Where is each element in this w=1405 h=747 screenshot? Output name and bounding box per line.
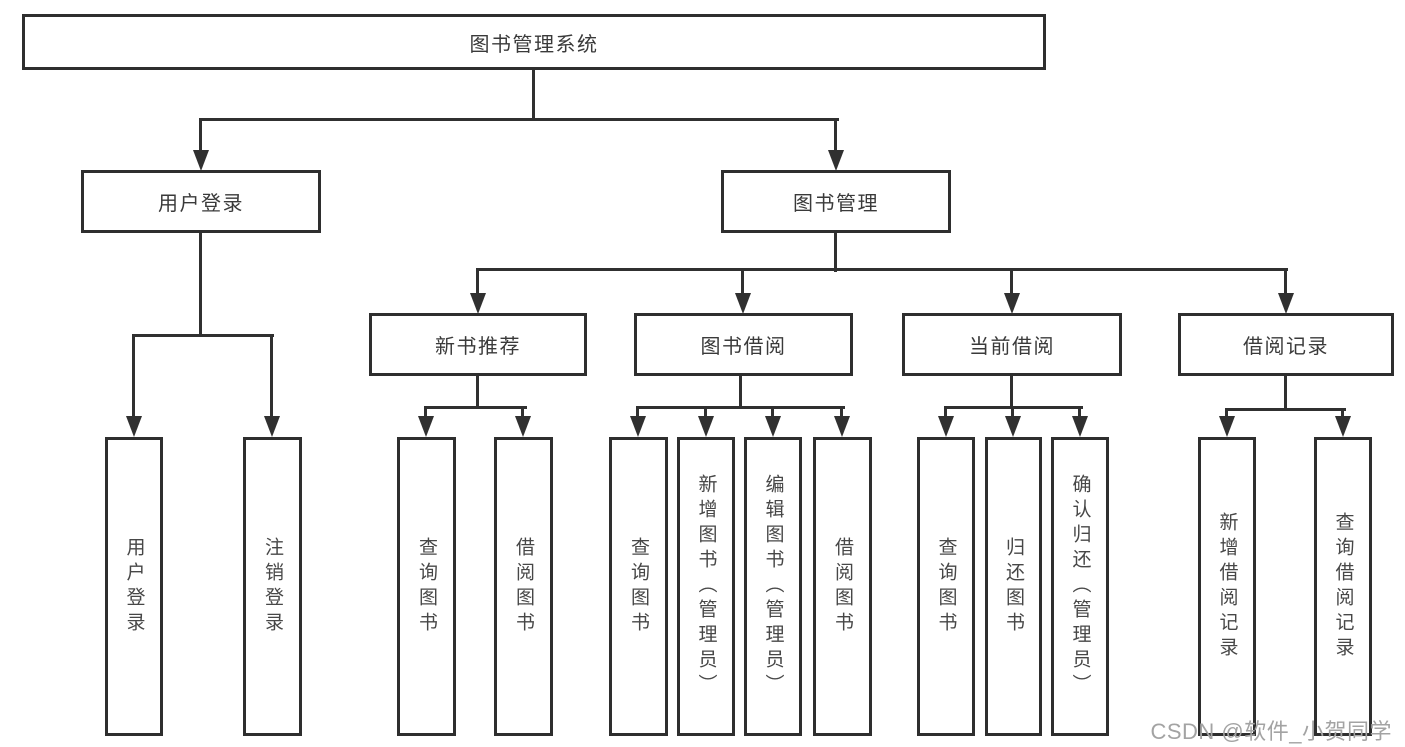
node-book-management-label: 图书管理 xyxy=(793,193,879,215)
leaf-records-add-record-label: 新增借阅记录 xyxy=(1216,511,1238,662)
node-current-borrowing-label: 当前借阅 xyxy=(969,336,1055,358)
leaf-newbook-query-books-label: 查询图书 xyxy=(416,536,437,637)
line xyxy=(132,334,135,418)
arrowhead xyxy=(515,416,531,437)
node-new-book-recommend: 新书推荐 xyxy=(369,313,587,376)
arrowhead xyxy=(1072,416,1088,437)
leaf-borrowing-query-books: 查询图书 xyxy=(609,437,668,736)
line xyxy=(1010,268,1013,296)
line xyxy=(199,118,839,121)
node-root: 图书管理系统 xyxy=(22,14,1046,70)
line xyxy=(1010,374,1013,409)
arrowhead xyxy=(698,416,714,437)
leaf-newbook-query-books: 查询图书 xyxy=(397,437,456,736)
leaf-user-login: 用户登录 xyxy=(105,437,163,736)
leaf-current-query-books-label: 查询图书 xyxy=(935,536,957,637)
arrowhead xyxy=(938,416,954,437)
line xyxy=(521,406,524,418)
line xyxy=(739,374,742,409)
leaf-current-return-books: 归还图书 xyxy=(985,437,1042,736)
node-user-login-label: 用户登录 xyxy=(158,193,244,215)
node-borrowing-records: 借阅记录 xyxy=(1178,313,1394,376)
arrowhead xyxy=(1219,416,1235,437)
node-book-borrowing: 图书借阅 xyxy=(634,313,853,376)
arrowhead xyxy=(264,416,280,437)
line xyxy=(1078,406,1081,418)
line xyxy=(944,406,947,418)
line xyxy=(771,406,774,418)
leaf-current-confirm-return-label: 确认归还（管理员） xyxy=(1069,474,1091,699)
node-current-borrowing: 当前借阅 xyxy=(902,313,1122,376)
arrowhead xyxy=(828,150,844,171)
line xyxy=(132,334,274,337)
node-book-management: 图书管理 xyxy=(721,170,951,233)
leaf-records-add-record: 新增借阅记录 xyxy=(1198,437,1256,736)
arrowhead xyxy=(630,416,646,437)
leaf-borrowing-borrow-books: 借阅图书 xyxy=(813,437,872,736)
leaf-borrowing-query-books-label: 查询图书 xyxy=(628,536,649,637)
line xyxy=(834,232,837,272)
leaf-borrowing-edit-books-label: 编辑图书（管理员） xyxy=(762,474,784,699)
leaf-logout-label: 注销登录 xyxy=(262,536,283,637)
leaf-newbook-borrow-books: 借阅图书 xyxy=(494,437,553,736)
leaf-borrowing-borrow-books-label: 借阅图书 xyxy=(832,536,853,637)
csdn-watermark: CSDN @软件_小贺同学 xyxy=(1150,719,1392,744)
arrowhead xyxy=(193,150,209,171)
line xyxy=(1225,408,1346,411)
line xyxy=(476,268,479,296)
line xyxy=(741,268,744,296)
line xyxy=(1284,374,1287,411)
line xyxy=(834,118,837,152)
leaf-user-login-label: 用户登录 xyxy=(123,536,145,637)
arrowhead xyxy=(418,416,434,437)
arrowhead xyxy=(735,293,751,314)
line xyxy=(1341,408,1344,418)
leaf-logout: 注销登录 xyxy=(243,437,302,736)
line xyxy=(476,268,1288,271)
leaf-records-query-record: 查询借阅记录 xyxy=(1314,437,1372,736)
leaf-records-query-record-label: 查询借阅记录 xyxy=(1332,511,1354,662)
line xyxy=(199,118,202,152)
node-root-label: 图书管理系统 xyxy=(469,33,599,56)
leaf-borrowing-add-books-label: 新增图书（管理员） xyxy=(695,474,717,699)
node-borrowing-records-label: 借阅记录 xyxy=(1243,336,1329,358)
leaf-borrowing-add-books: 新增图书（管理员） xyxy=(677,437,735,736)
line xyxy=(840,406,843,418)
node-user-login: 用户登录 xyxy=(81,170,321,233)
line xyxy=(270,334,273,418)
leaf-borrowing-edit-books: 编辑图书（管理员） xyxy=(744,437,802,736)
leaf-current-return-books-label: 归还图书 xyxy=(1003,536,1024,637)
line xyxy=(424,406,427,418)
line xyxy=(199,232,202,337)
arrowhead xyxy=(126,416,142,437)
line xyxy=(1225,408,1228,418)
leaf-newbook-borrow-books-label: 借阅图书 xyxy=(513,536,534,637)
arrowhead xyxy=(1005,416,1021,437)
arrowhead xyxy=(470,293,486,314)
leaf-current-confirm-return: 确认归还（管理员） xyxy=(1051,437,1109,736)
line xyxy=(1011,406,1014,418)
leaf-current-query-books: 查询图书 xyxy=(917,437,975,736)
line xyxy=(532,69,535,120)
line xyxy=(424,406,527,409)
line xyxy=(704,406,707,418)
arrowhead xyxy=(765,416,781,437)
line xyxy=(476,374,479,409)
arrowhead xyxy=(834,416,850,437)
arrowhead xyxy=(1004,293,1020,314)
node-book-borrowing-label: 图书借阅 xyxy=(700,336,787,358)
arrowhead xyxy=(1278,293,1294,314)
line xyxy=(636,406,845,409)
line xyxy=(1284,268,1287,296)
line xyxy=(636,406,639,418)
node-new-book-recommend-label: 新书推荐 xyxy=(435,336,521,358)
arrowhead xyxy=(1335,416,1351,437)
